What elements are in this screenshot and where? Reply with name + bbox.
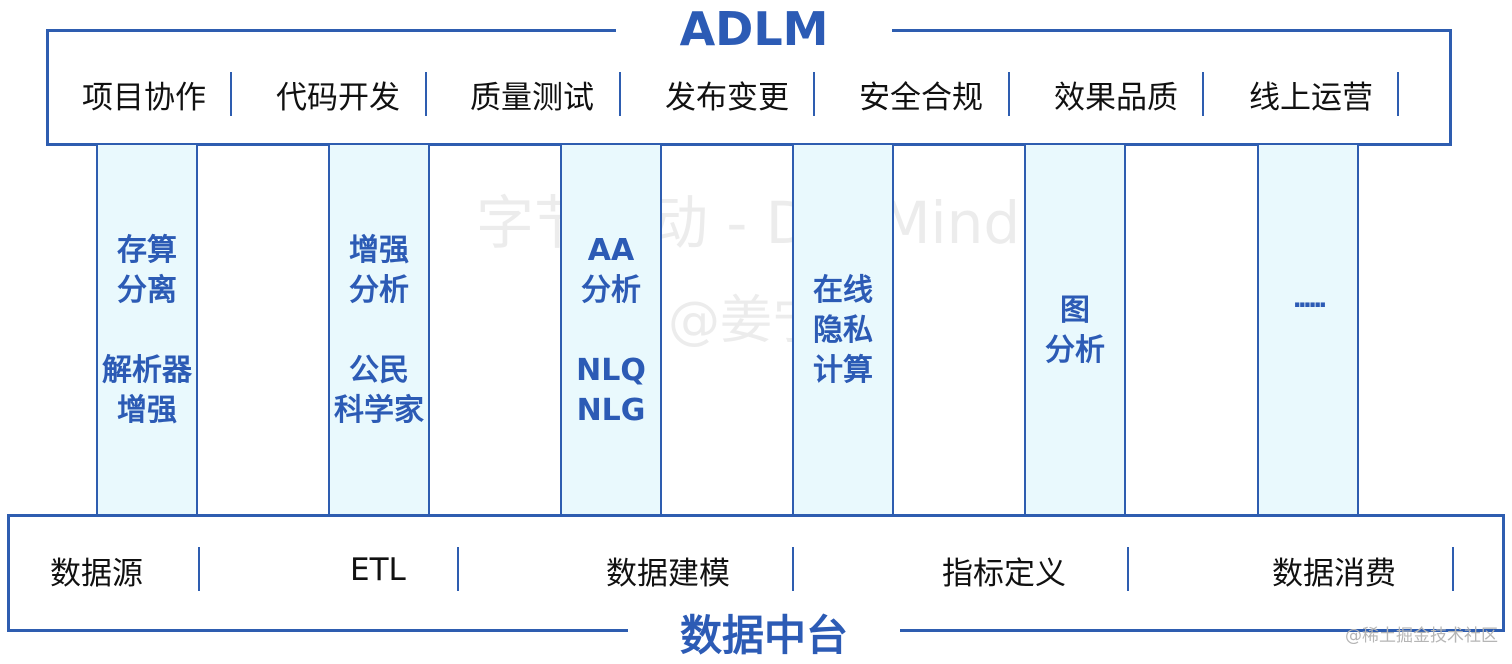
- column-storage-compute: 存算 分离 解析器 增强: [96, 145, 198, 517]
- platform-item-5: 数据消费: [1272, 555, 1396, 592]
- platform-item-2: ETL: [350, 552, 406, 588]
- column-label: AA 分析 NLQ NLG: [576, 233, 646, 428]
- adlm-item-4: 发布变更: [665, 79, 789, 116]
- platform-separator: [1127, 547, 1129, 591]
- platform-item-4: 指标定义: [942, 555, 1066, 592]
- column-more: ......: [1257, 145, 1359, 517]
- column-label: 存算 分离 解析器 增强: [102, 233, 192, 428]
- platform-separator: [457, 547, 459, 591]
- platform-item-1: 数据源: [50, 555, 143, 592]
- adlm-separator: [1202, 72, 1204, 116]
- platform-separator: [1452, 547, 1454, 591]
- column-label: ......: [1292, 285, 1328, 313]
- adlm-title: ADLM: [616, 2, 892, 56]
- column-aa-analytics: AA 分析 NLQ NLG: [560, 145, 662, 517]
- adlm-item-6: 效果品质: [1054, 79, 1178, 116]
- adlm-item-7: 线上运营: [1249, 79, 1373, 116]
- adlm-item-2: 代码开发: [276, 79, 400, 116]
- platform-separator: [198, 547, 200, 591]
- adlm-separator: [1008, 72, 1010, 116]
- column-graph-analytics: 图 分析: [1024, 145, 1126, 517]
- column-privacy-computing: 在线 隐私 计算: [792, 145, 894, 517]
- platform-item-3: 数据建模: [606, 555, 730, 592]
- adlm-separator: [619, 72, 621, 116]
- adlm-item-5: 安全合规: [859, 79, 983, 116]
- data-platform-title: 数据中台: [628, 608, 900, 664]
- column-label: 增强 分析 公民 科学家: [334, 233, 424, 428]
- watermark-line1: 字节跳动 - DevMind: [476, 189, 1021, 257]
- column-label: 在线 隐私 计算: [813, 273, 873, 388]
- adlm-separator: [1397, 72, 1399, 116]
- adlm-separator: [425, 72, 427, 116]
- credit-text: @稀土掘金技术社区: [1345, 626, 1498, 646]
- platform-separator: [792, 547, 794, 591]
- column-augmented-analytics: 增强 分析 公民 科学家: [328, 145, 430, 517]
- column-label: 图 分析: [1045, 293, 1105, 368]
- adlm-item-3: 质量测试: [470, 79, 594, 116]
- adlm-separator: [813, 72, 815, 116]
- adlm-item-1: 项目协作: [82, 79, 206, 116]
- adlm-separator: [230, 72, 232, 116]
